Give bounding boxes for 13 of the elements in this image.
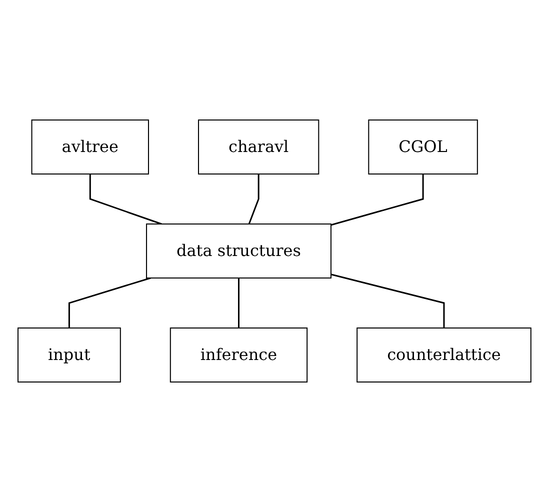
node-box: CGOL [368, 119, 478, 174]
connector [89, 174, 162, 224]
node-box: data structures [146, 223, 332, 278]
connector [330, 273, 445, 328]
node-box: counterlattice [356, 327, 532, 382]
node-box: inference [170, 327, 308, 382]
connector [330, 174, 424, 226]
connector [248, 174, 260, 224]
node-box: input [18, 327, 121, 382]
connector [68, 276, 151, 328]
node-box: charavl [198, 119, 320, 174]
connector [238, 278, 240, 328]
node-box: avltree [31, 119, 150, 174]
